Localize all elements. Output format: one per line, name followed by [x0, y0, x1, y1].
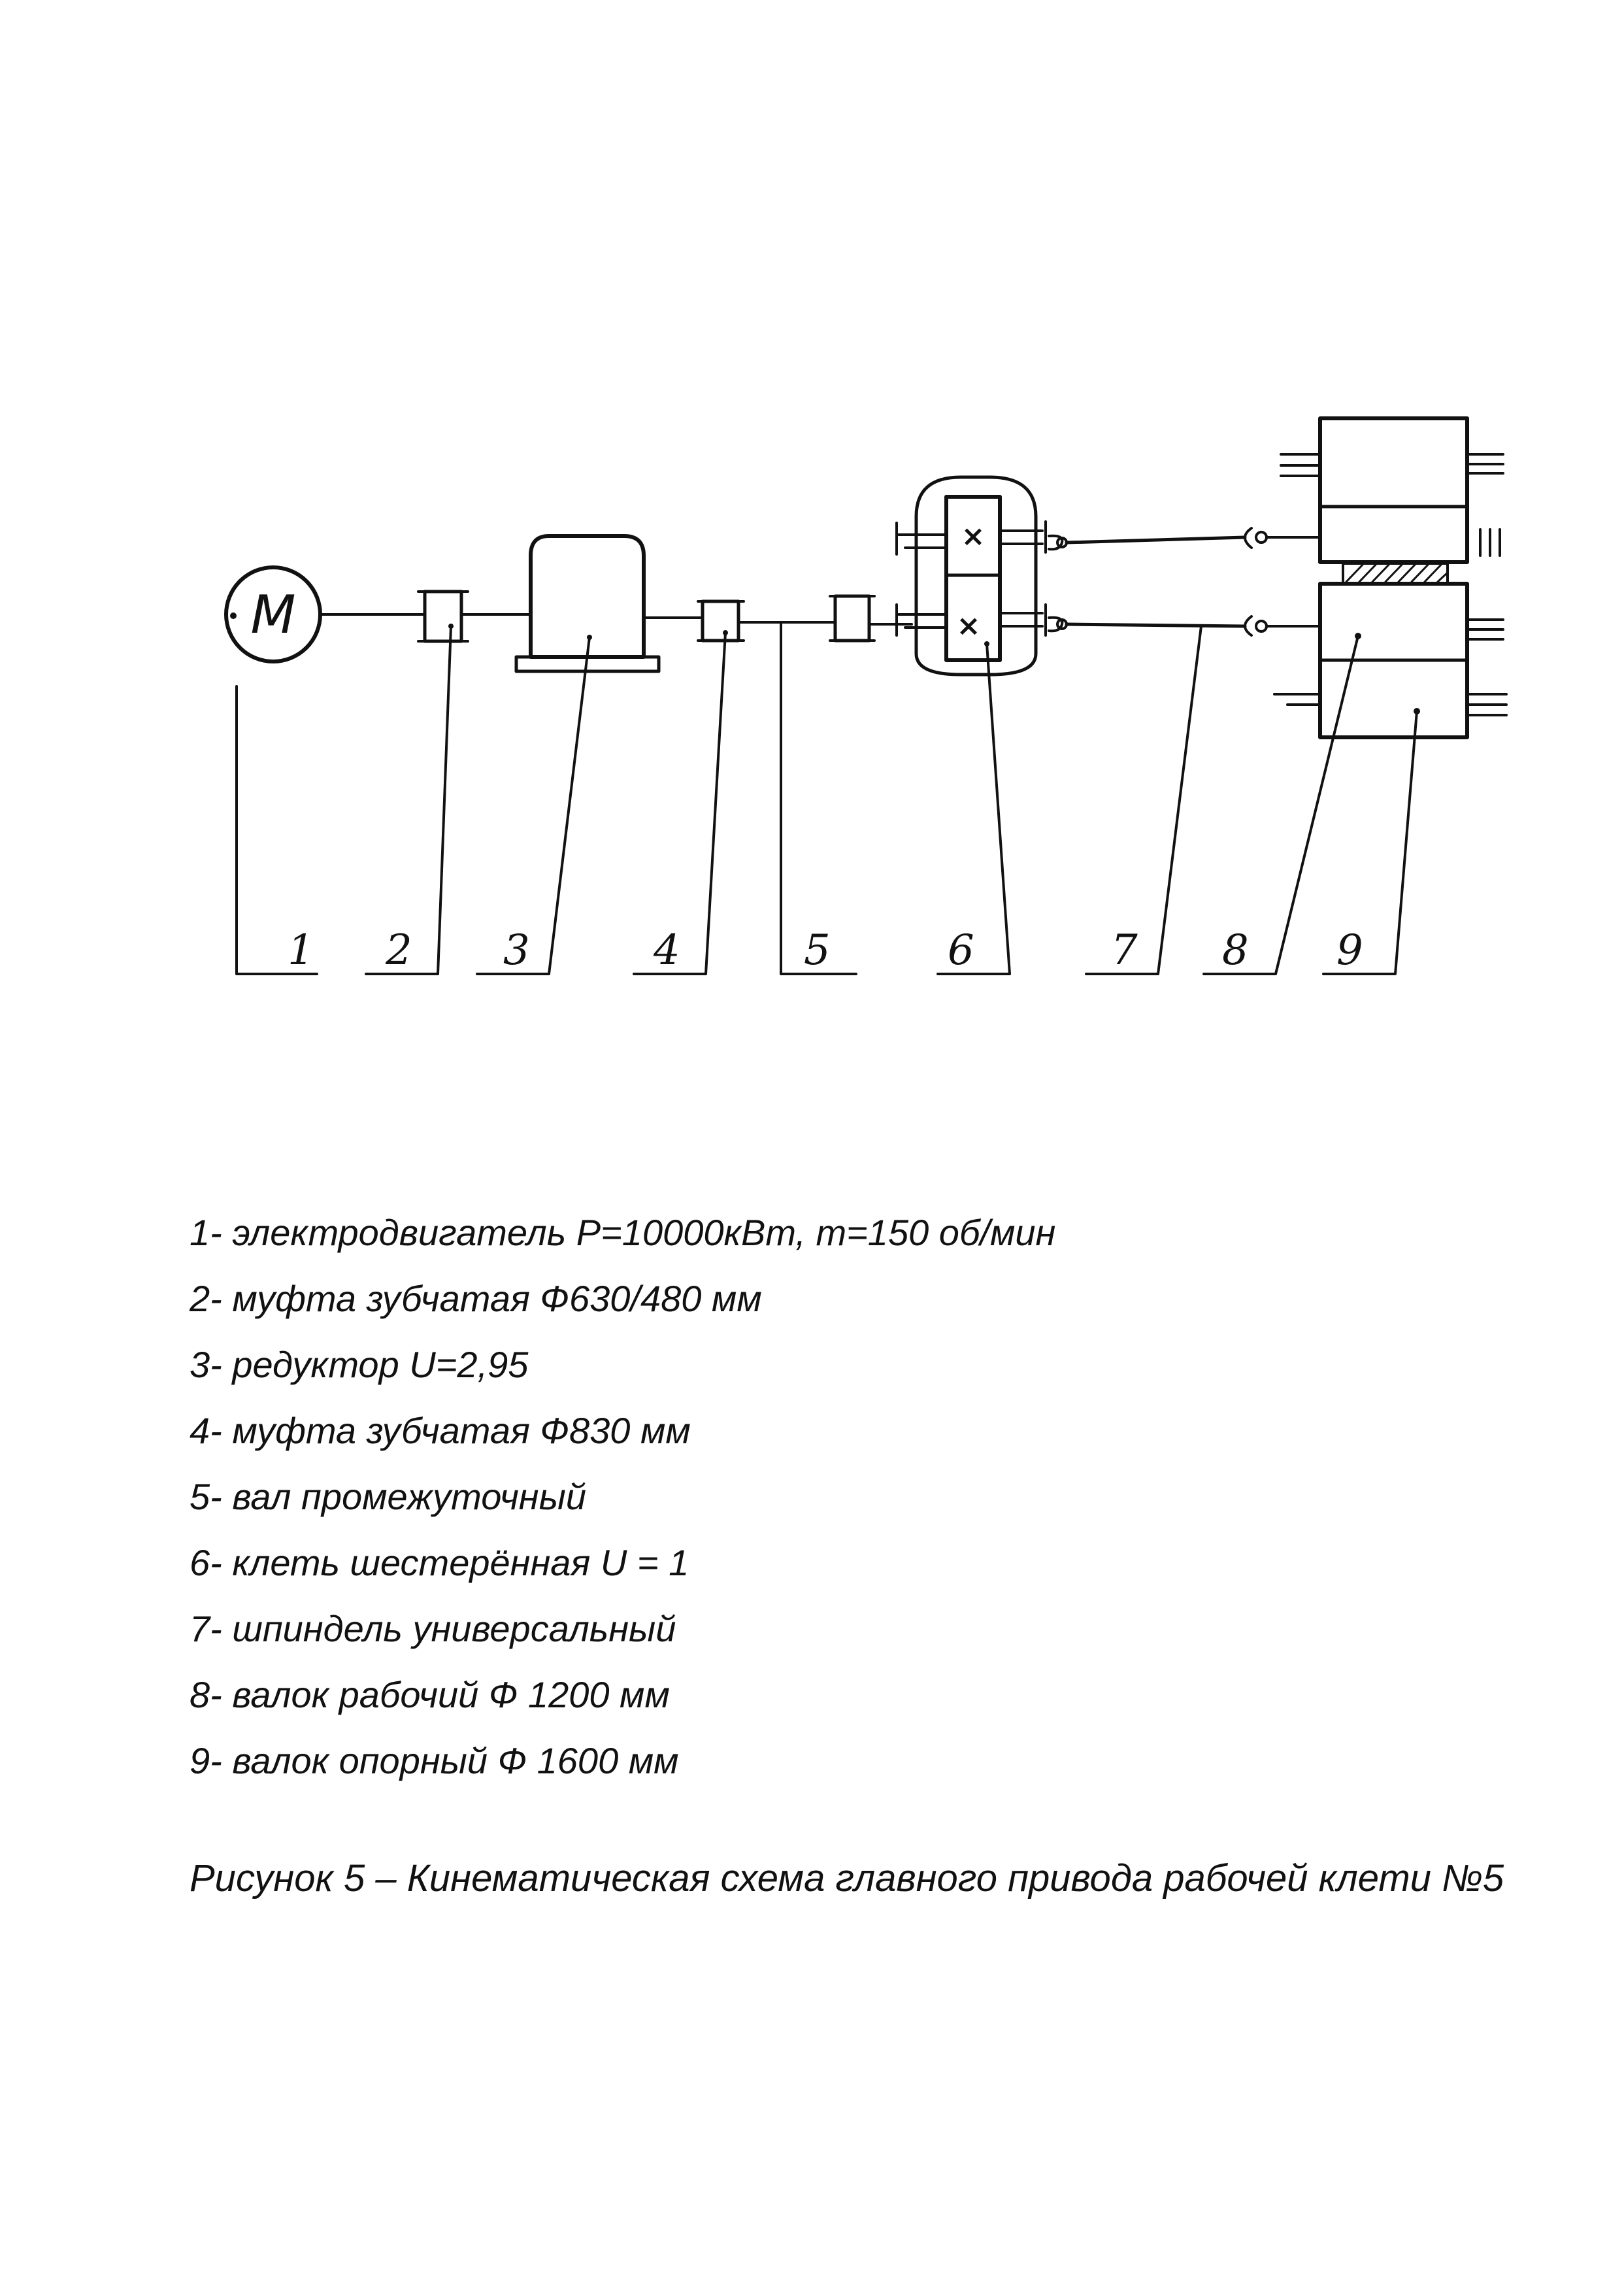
legend-item-5: 5- вал промежуточный [190, 1476, 586, 1517]
callout-8: 8 [1222, 926, 1249, 975]
legend-item-9: 9- валок опорный Ф 1600 мм [190, 1740, 679, 1781]
legend-item-3: 3- редуктор U=2,95 [190, 1344, 529, 1385]
rolling-stand [1273, 416, 1508, 739]
gear-coupling-830 [697, 599, 745, 643]
callout-6: 6 [948, 926, 974, 975]
legend-item-4: 4- муфта зубчатая Ф830 мм [190, 1410, 691, 1451]
kinematic-diagram: M × × [224, 416, 1508, 975]
pinion-stand: × × [895, 475, 1047, 677]
component-legend: 1- электродвигатель P=10000кВт, m=150 об… [190, 1199, 1055, 1794]
callout-4: 4 [653, 926, 680, 975]
legend-item-8: 8- валок рабочий Ф 1200 мм [190, 1674, 670, 1715]
motor-symbol: M [250, 584, 295, 645]
callout-1: 1 [288, 926, 314, 975]
callout-5: 5 [804, 926, 831, 975]
legend-item-6: 6- клеть шестерённая U = 1 [190, 1542, 689, 1583]
callout-7: 7 [1111, 926, 1138, 975]
figure-caption: Рисунок 5 – Кинематическая схема главног… [190, 1857, 1504, 1900]
callout-2: 2 [385, 926, 412, 975]
gear-coupling-630 [417, 590, 469, 643]
gear-cross-upper: × [961, 520, 986, 553]
legend-item-1: 1- электродвигатель P=10000кВт, m=150 об… [190, 1212, 1056, 1253]
legend-item-7: 7- шпиндель универсальный [190, 1608, 676, 1649]
gear-cross-lower: × [957, 609, 981, 643]
legend-item-2: 2- муфта зубчатая Ф630/480 мм [190, 1278, 762, 1319]
callout-3: 3 [503, 926, 530, 975]
callout-9: 9 [1336, 926, 1363, 975]
callout-leaders [235, 621, 1418, 975]
universal-spindles [1048, 527, 1321, 637]
shaft-coupling [829, 594, 876, 643]
electric-motor: M [224, 565, 322, 663]
